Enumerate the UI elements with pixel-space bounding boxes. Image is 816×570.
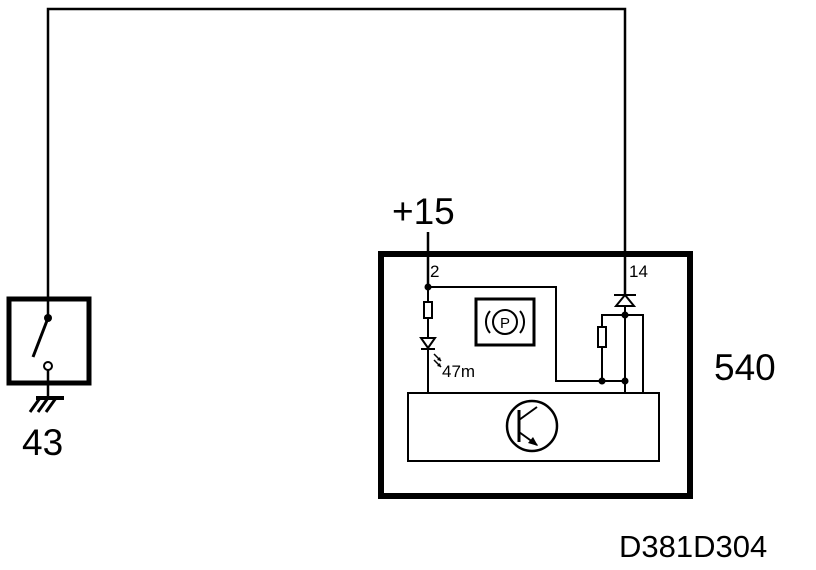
module-label: 540 (714, 347, 776, 388)
wire-pin2-to-right (428, 286, 625, 382)
park-brake-icon: P (474, 297, 536, 347)
module-540-housing (378, 251, 693, 499)
resistor-pin2 (423, 301, 433, 319)
park-symbol-letter: P (500, 315, 510, 332)
switch-contact-bottom (43, 361, 53, 371)
resistor-pin14 (597, 326, 607, 348)
wire-switch-to-pin14 (46, 7, 627, 318)
led-icon (419, 337, 442, 368)
switch-label: 43 (22, 422, 63, 463)
pin-14-label: 14 (629, 262, 648, 281)
drawing-code: D381D304 (619, 529, 767, 564)
transistor-icon (505, 399, 559, 453)
pin-2-label: 2 (430, 262, 439, 281)
driver-block (407, 392, 660, 462)
wire-resistor-loop-left (601, 314, 625, 327)
diode-pin14-icon (613, 293, 637, 307)
ground-icon (28, 396, 64, 413)
switch-43 (6, 296, 92, 413)
junction-bottom-left (598, 377, 606, 385)
resistor-label: 47m (442, 362, 475, 381)
switch-blade (31, 317, 50, 358)
junction-bottom-right (621, 377, 629, 385)
wire-resistor-loop-right (625, 314, 644, 393)
supply-label: +15 (392, 191, 455, 232)
